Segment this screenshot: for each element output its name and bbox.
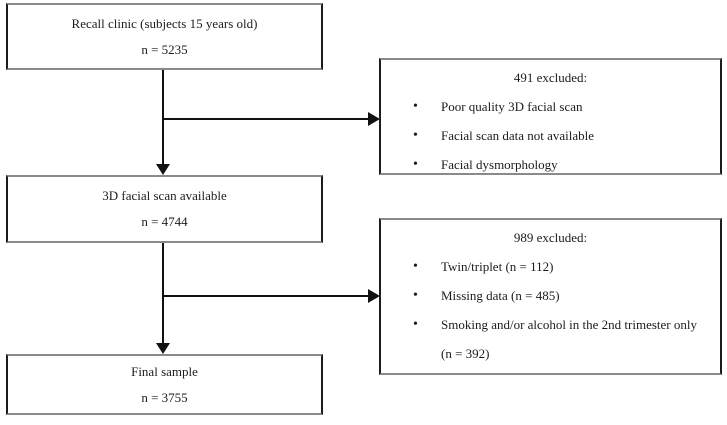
exclusion-item-text: Facial dysmorphology bbox=[441, 157, 558, 172]
list-item: • Missing data (n = 485) bbox=[413, 281, 708, 310]
flow-box-recall-clinic: Recall clinic (subjects 15 years old) n … bbox=[6, 3, 323, 70]
arrow-line-to-exclusion-989 bbox=[163, 295, 368, 297]
arrow-line-box1-to-box2 bbox=[162, 70, 164, 164]
flow-box-title: Recall clinic (subjects 15 years old) bbox=[71, 15, 258, 31]
arrow-line-box2-to-box3 bbox=[162, 243, 164, 343]
flow-box-title: Final sample bbox=[131, 363, 198, 379]
exclusion-box-491: 491 excluded: • Poor quality 3D facial s… bbox=[379, 58, 722, 175]
flow-box-final-sample: Final sample n = 3755 bbox=[6, 354, 323, 415]
bullet-icon: • bbox=[413, 288, 418, 303]
list-item: • Facial scan data not available bbox=[413, 121, 708, 150]
list-item: • Smoking and/or alcohol in the 2nd trim… bbox=[413, 310, 708, 368]
exclusion-box-title: 491 excluded: bbox=[513, 70, 588, 85]
exclusion-item-text: Missing data (n = 485) bbox=[441, 288, 560, 303]
bullet-icon: • bbox=[413, 157, 418, 172]
list-item: • Twin/triplet (n = 112) bbox=[413, 252, 708, 281]
arrow-down-icon bbox=[156, 164, 170, 175]
bullet-icon: • bbox=[413, 259, 418, 274]
exclusion-box-title: 989 excluded: bbox=[513, 230, 588, 245]
exclusion-item-list: • Twin/triplet (n = 112) • Missing data … bbox=[381, 252, 720, 368]
exclusion-box-989: 989 excluded: • Twin/triplet (n = 112) •… bbox=[379, 218, 722, 375]
bullet-icon: • bbox=[413, 99, 418, 114]
list-item: • Poor quality 3D facial scan bbox=[413, 92, 708, 121]
arrow-right-icon bbox=[368, 289, 380, 303]
exclusion-item-text: Twin/triplet (n = 112) bbox=[441, 259, 554, 274]
exclusion-item-text: Facial scan data not available bbox=[441, 128, 595, 143]
flow-box-3d-scan-available: 3D facial scan available n = 4744 bbox=[6, 175, 323, 243]
arrow-line-to-exclusion-491 bbox=[163, 118, 368, 120]
arrow-right-icon bbox=[368, 112, 380, 126]
exclusion-item-text: Poor quality 3D facial scan bbox=[441, 99, 583, 114]
flow-box-title: 3D facial scan available bbox=[102, 188, 227, 203]
flow-box-count: n = 5235 bbox=[141, 41, 188, 57]
arrow-down-icon bbox=[156, 343, 170, 354]
flow-box-count: n = 4744 bbox=[141, 214, 188, 229]
exclusion-item-text: Smoking and/or alcohol in the 2nd trimes… bbox=[441, 317, 697, 361]
exclusion-item-list: • Poor quality 3D facial scan • Facial s… bbox=[381, 92, 720, 179]
flow-box-count: n = 3755 bbox=[141, 389, 188, 405]
list-item: • Facial dysmorphology bbox=[413, 150, 708, 179]
bullet-icon: • bbox=[413, 317, 418, 332]
bullet-icon: • bbox=[413, 128, 418, 143]
